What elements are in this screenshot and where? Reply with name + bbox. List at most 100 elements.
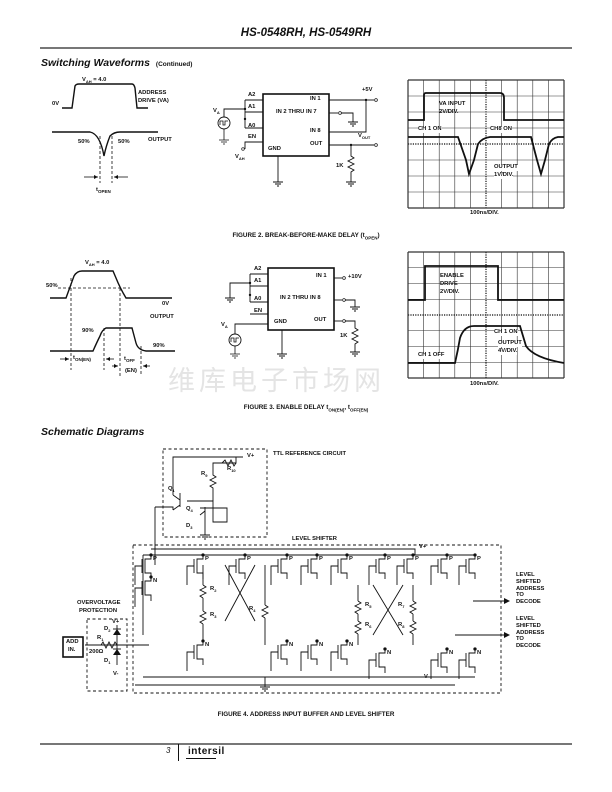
junction-dot — [473, 647, 477, 651]
fet-type-label: P — [349, 556, 353, 562]
resistor-label: 1K — [336, 163, 344, 169]
pin-in1: IN 1 — [310, 96, 321, 102]
junction-dot — [285, 553, 289, 557]
toff-label: tOFF — [124, 356, 135, 364]
figure3-test-circuit: A2 A1 A0 EN IN 1 IN 2 THRU IN 8 OUT GND … — [210, 262, 400, 362]
supply-label: +10V — [348, 274, 362, 280]
junction-dot — [445, 647, 449, 651]
figure2-caption: FIGURE 2. BREAK-BEFORE-MAKE DELAY (tOPEN… — [232, 232, 380, 241]
vminus-ls-label: V- — [424, 674, 430, 680]
watermark: 维库电子市场网 — [168, 366, 385, 397]
scope-timebase: 100ns/DIV. — [470, 210, 499, 216]
output2-label: LEVEL SHIFTED ADDRESS TO DECODE — [516, 616, 545, 650]
footer-divider — [178, 744, 179, 761]
scope-trace2-scale: 1V/DIV. — [494, 172, 514, 179]
out2-line: ADDRESS — [516, 629, 545, 636]
ttl-reference-label: TTL REFERENCE CIRCUIT — [273, 451, 346, 457]
vout-label: VOUT — [358, 133, 371, 141]
scope-trace2-scale: 4V/DIV. — [498, 348, 518, 355]
pin-a2: A2 — [248, 92, 256, 98]
r2-label: R2 — [210, 586, 217, 594]
zero-volt-label: 0V — [52, 101, 60, 107]
pin-a1: A1 — [248, 104, 256, 110]
pct90-right-label: 90% — [153, 343, 165, 349]
out2-line: LEVEL — [516, 616, 535, 622]
fet-type-label: P — [449, 556, 453, 562]
pmos-transistor-icon — [300, 555, 318, 585]
output-arrow-icon — [504, 632, 510, 638]
pmos-transistor-icon — [458, 555, 476, 585]
pmos-transistor-icon — [368, 555, 386, 585]
fet-type-label: P — [247, 556, 251, 562]
r10-label: R10 — [227, 466, 236, 474]
junction-dot — [149, 575, 153, 579]
pin-in8: IN 8 — [310, 128, 321, 134]
fet-type-label: N — [477, 650, 482, 656]
fet-type-label: P — [153, 556, 157, 562]
pmos-transistor-icon — [396, 555, 414, 585]
nmos-transistor-icon — [134, 577, 152, 607]
r5-label: R5 — [365, 602, 372, 610]
out2-line: DECODE — [516, 643, 541, 650]
overvoltage-label: OVERVOLTAGE — [77, 600, 121, 606]
q4-label: Q4 — [186, 506, 193, 514]
pct50-label: 50% — [46, 283, 58, 289]
pin-out: OUT — [314, 317, 327, 323]
junction-dot — [315, 639, 319, 643]
toff-label-en: (EN) — [125, 368, 137, 374]
vplus-ttl-label: V+ — [247, 453, 255, 459]
nmos-transistor-icon — [458, 649, 476, 679]
out2-line: TO — [516, 636, 524, 643]
figure2-circuit-svg — [217, 93, 378, 187]
figure4-caption: FIGURE 4. ADDRESS INPUT BUFFER AND LEVEL… — [217, 711, 395, 718]
r9-label: R9 — [201, 471, 208, 479]
pmos-transistor-icon — [134, 555, 152, 585]
page-number: 3 — [166, 746, 171, 755]
output-trace — [408, 136, 564, 178]
scope-timebase: 100ns/DIV. — [470, 381, 499, 387]
vah-label: VAH = 4.0 — [85, 260, 110, 268]
scope-graticule — [407, 251, 565, 379]
add-in-label-2: IN. — [68, 647, 76, 653]
supply-label: +5V — [362, 87, 373, 93]
fet-type-label: P — [289, 556, 293, 562]
junction-dot — [285, 639, 289, 643]
nmos-transistor-icon — [300, 641, 318, 671]
output-trace — [408, 325, 565, 364]
scope-trace1-label-2: DRIVE — [440, 281, 458, 287]
pmos-transistor-icon — [430, 555, 448, 585]
fet-type-label: P — [205, 556, 209, 562]
junction-dot — [383, 647, 387, 651]
pmos-transistor-icon — [186, 555, 204, 585]
figure3-timing-svg — [50, 270, 175, 376]
pin-a2: A2 — [254, 266, 262, 272]
figure3-circuit-svg — [225, 267, 360, 359]
fet-type-label: N — [319, 642, 324, 648]
va-input-trace — [408, 92, 564, 121]
level-shifter-label: LEVEL SHIFTER — [292, 536, 337, 542]
address-drive-label: ADDRESS — [138, 90, 167, 96]
t-open-label: tOPEN — [96, 187, 111, 195]
out1-line: TO — [516, 592, 524, 599]
scope-trace2-label: OUTPUT — [494, 164, 518, 171]
q1-label: Q1 — [168, 486, 175, 494]
r1-value: 200Ω — [89, 649, 104, 655]
pin-in2-8: IN 2 THRU IN 8 — [280, 295, 321, 301]
fet-type-label: P — [319, 556, 323, 562]
pmos-transistor-icon — [270, 555, 288, 585]
scope-trace2-label: OUTPUT — [498, 340, 522, 347]
enable-drive-trace — [408, 265, 564, 301]
junction-dot — [201, 553, 205, 557]
pct50-left-label: 50% — [78, 139, 90, 145]
junction-dot — [473, 553, 477, 557]
intersil-logo: intersil — [188, 746, 225, 757]
nmos-transistor-icon — [186, 641, 204, 671]
pin-gnd: GND — [274, 319, 287, 325]
junction-dot — [315, 553, 319, 557]
output-label: OUTPUT — [148, 137, 172, 143]
figure3-caption: FIGURE 3. ENABLE DELAY tON(EN), tOFF(EN) — [243, 404, 369, 413]
out1-line: LEVEL — [516, 572, 535, 578]
vminus-ov-label: V- — [113, 671, 119, 677]
scope-trace1-label: VA INPUT — [439, 101, 466, 107]
fet-type-label: N — [449, 650, 454, 656]
